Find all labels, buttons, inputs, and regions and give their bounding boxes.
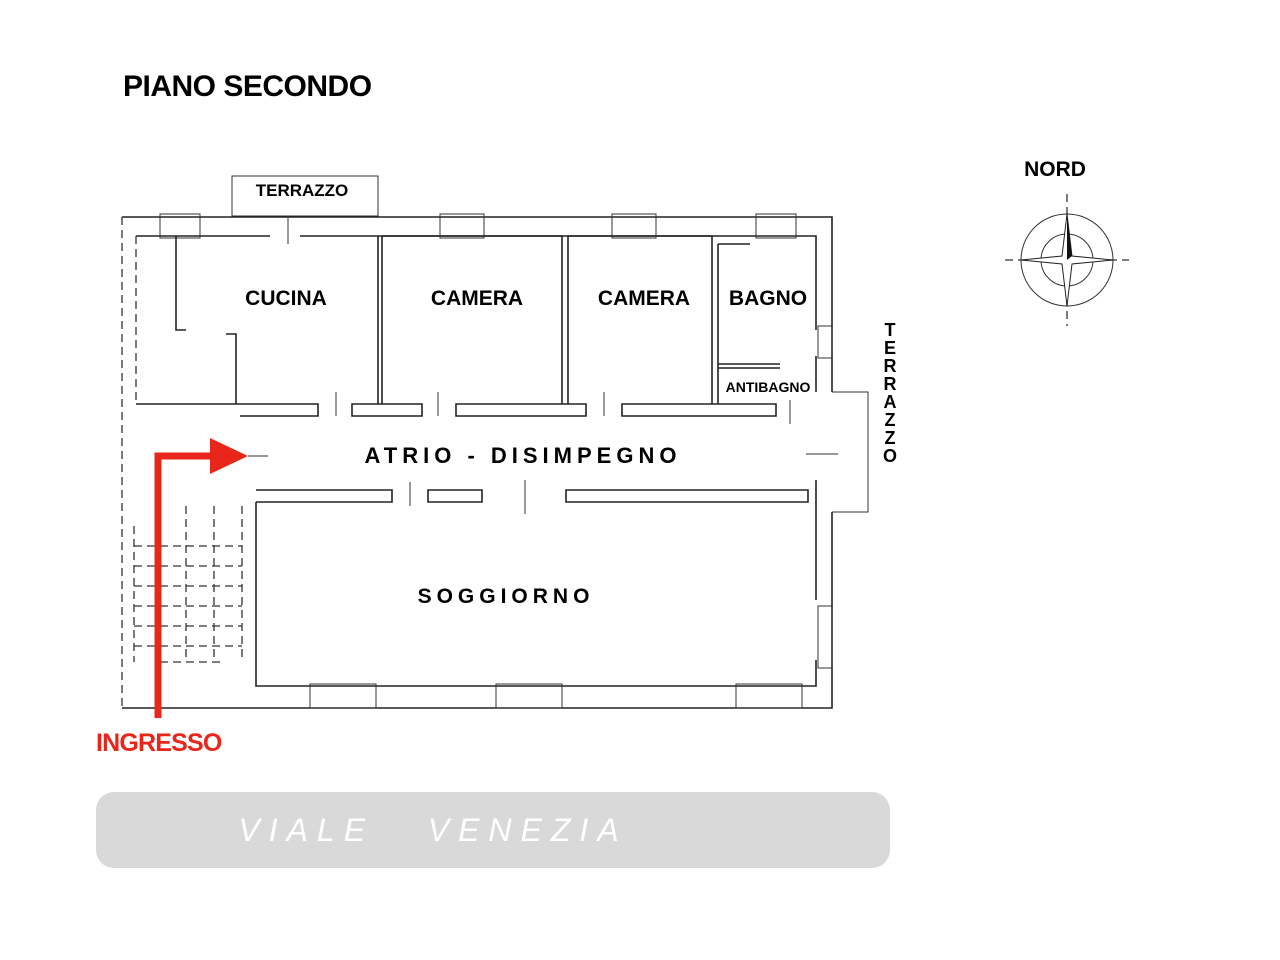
- street-bar: VIALE VENEZIA: [96, 792, 890, 868]
- entrance-label: INGRESSO: [96, 729, 222, 757]
- compass-label: NORD: [1024, 158, 1086, 181]
- interior-walls: [136, 218, 838, 514]
- terrace-top-outline: [231, 175, 379, 217]
- staircase: [133, 506, 243, 663]
- room-label-bagno: BAGNO: [729, 287, 807, 310]
- room-label-camera: CAMERA: [431, 287, 523, 310]
- room-label-atrio: ATRIO - DISIMPEGNO: [365, 443, 682, 468]
- windows: [159, 213, 833, 709]
- room-label-antibagno: ANTIBAGNO: [726, 379, 811, 395]
- room-label-cucina: CUCINA: [245, 287, 327, 310]
- compass-icon: [1005, 194, 1129, 326]
- terrace-right-outline: [832, 391, 869, 513]
- room-label-terrazzo-right: TERRAZZO: [880, 320, 900, 464]
- page-title: PIANO SECONDO: [123, 70, 372, 103]
- room-label-camera: CAMERA: [598, 287, 690, 310]
- room-label-terrazzo: TERRAZZO: [256, 181, 349, 200]
- street-label: VIALE VENEZIA: [238, 811, 628, 848]
- entrance-arrow: [154, 438, 248, 718]
- room-label-soggiorno: SOGGIORNO: [418, 585, 595, 608]
